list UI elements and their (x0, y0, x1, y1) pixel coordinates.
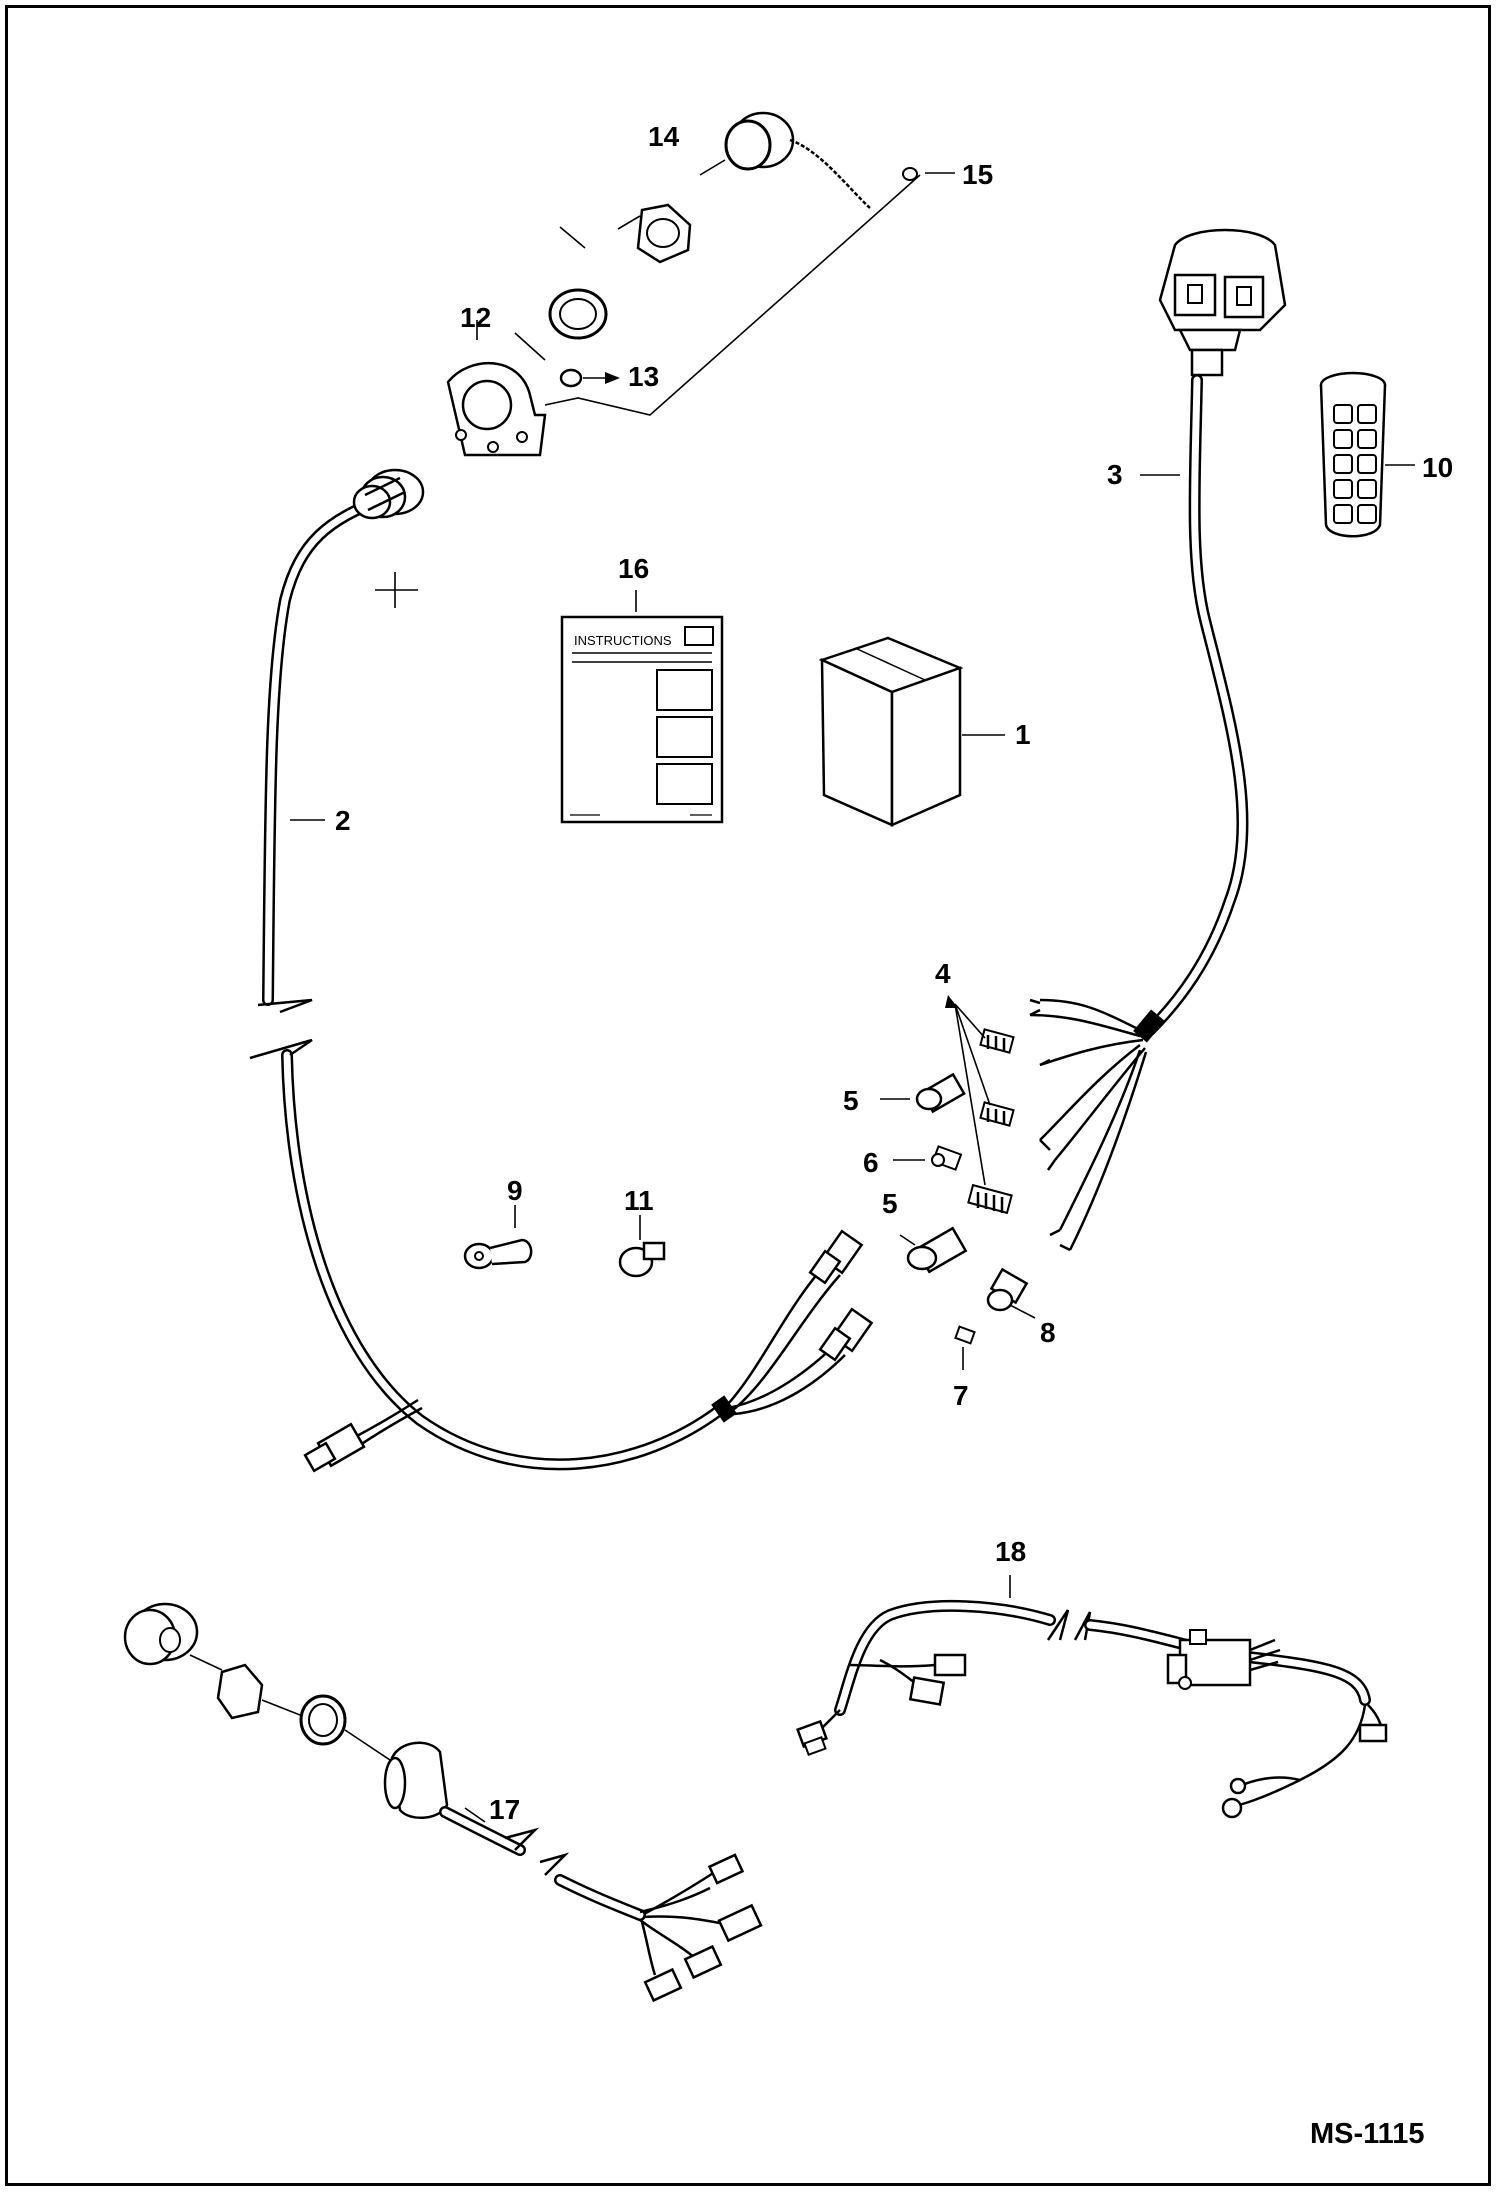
callout-2: 2 (335, 805, 351, 836)
screw-13 (559, 368, 620, 388)
callout-10: 10 (1422, 452, 1453, 483)
callout-9: 9 (507, 1175, 523, 1206)
instructions-title: INSTRUCTIONS (574, 633, 672, 648)
instruction-sheet-16 (560, 615, 724, 824)
callout-4: 4 (935, 958, 951, 989)
connector-5 (906, 1226, 968, 1274)
seal-7 (954, 1325, 976, 1345)
box-1 (818, 636, 964, 827)
callout-15: 15 (962, 159, 993, 190)
harness-2 (249, 468, 874, 1473)
callout-3: 3 (1107, 459, 1123, 490)
harness-18 (796, 1599, 1388, 1819)
callout-16: 16 (618, 553, 649, 584)
callout-12: 12 (460, 302, 491, 333)
connector (818, 1307, 874, 1362)
dust-cap-14 (724, 111, 871, 209)
clamp-11 (618, 1241, 666, 1278)
callout-6: 6 (863, 1147, 879, 1178)
drawing-number: MS-1115 (1310, 2118, 1424, 2150)
terminal-4 (979, 1028, 1015, 1054)
terminal-6 (931, 1145, 963, 1171)
grip-10 (1319, 371, 1387, 538)
callout-17: 17 (489, 1794, 520, 1825)
callout-18: 18 (995, 1536, 1026, 1567)
connector (303, 1422, 366, 1473)
harness-3 (1029, 228, 1287, 1252)
callout-11: 11 (624, 1185, 654, 1216)
connector (808, 1229, 864, 1285)
callout-13: 13 (628, 361, 659, 392)
callout-1: 1 (1015, 719, 1031, 750)
callout-7: 7 (953, 1380, 969, 1411)
ring-terminal-9 (463, 1238, 533, 1270)
terminal-4 (979, 1101, 1015, 1127)
callout-5a: 5 (843, 1085, 859, 1116)
connector-5 (915, 1072, 966, 1114)
callout-5b: 5 (882, 1188, 898, 1219)
hex-nut (636, 203, 692, 264)
connector-8 (986, 1267, 1029, 1312)
grommet (352, 468, 425, 520)
drawing-frame (5, 5, 1491, 2186)
rivet-15 (902, 167, 918, 181)
callout-8: 8 (1040, 1317, 1056, 1348)
washer (548, 288, 608, 340)
callout-14: 14 (648, 121, 680, 152)
harness-17 (123, 1602, 763, 2003)
bracket-12 (446, 174, 921, 457)
terminal-4 (967, 1183, 1013, 1215)
